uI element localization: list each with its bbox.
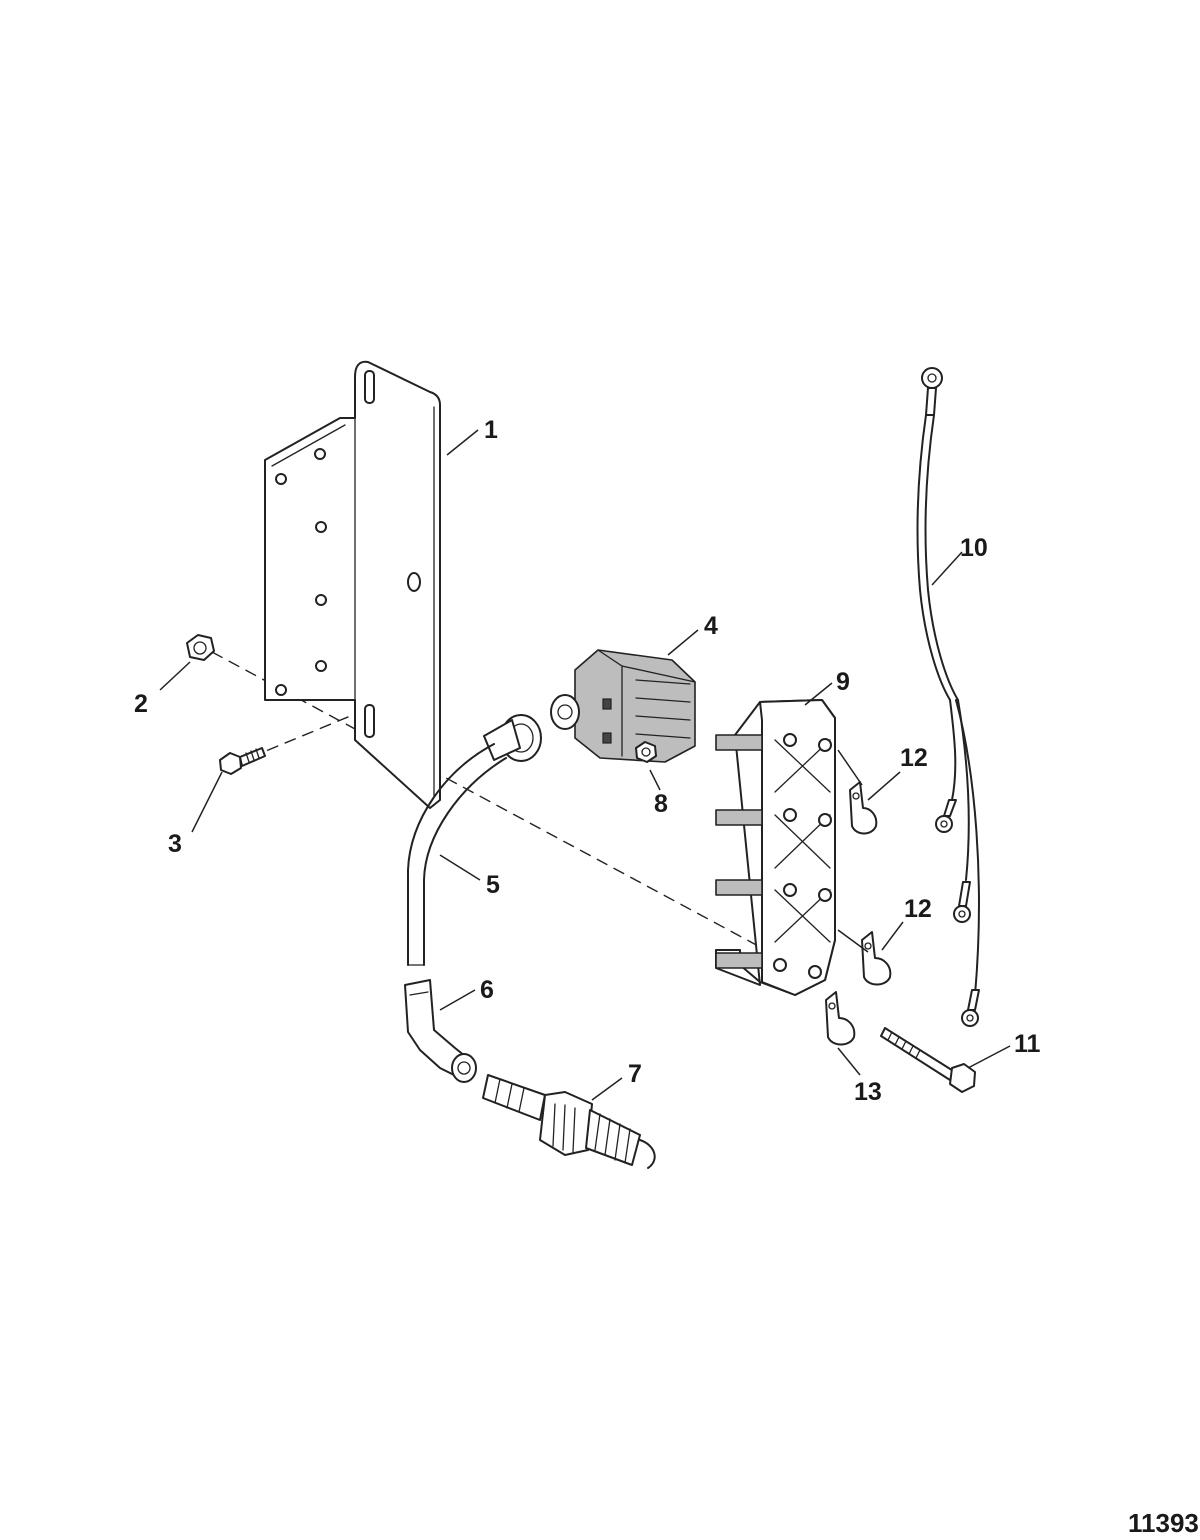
callout-6: 6 <box>480 976 494 1004</box>
callout-1: 1 <box>484 416 498 444</box>
callout-labels: 1 2 3 4 5 6 7 8 9 10 11 12 12 13 <box>134 416 1041 1106</box>
callout-13: 13 <box>854 1078 882 1106</box>
spark-plug-part <box>482 1074 656 1169</box>
callout-4: 4 <box>704 612 718 640</box>
callout-7: 7 <box>628 1060 642 1088</box>
nut-part <box>635 741 657 763</box>
callout-9: 9 <box>836 668 850 696</box>
ignition-coil-part <box>550 649 696 763</box>
j-clip-upper-part <box>849 781 878 835</box>
callout-3: 3 <box>168 830 182 858</box>
screw-part <box>219 747 266 775</box>
high-tension-lead-part <box>407 714 542 966</box>
bolt-part <box>880 1027 976 1093</box>
callout-12-middle: 12 <box>904 895 932 923</box>
callout-11: 11 <box>1014 1030 1041 1058</box>
coil-mounting-plate-part <box>715 699 836 996</box>
mounting-bracket-part <box>264 360 441 809</box>
leader-lines <box>159 429 1011 1101</box>
ground-wire-harness-part <box>916 367 980 1027</box>
figure-id: 11393 <box>1128 1508 1199 1538</box>
callout-8: 8 <box>654 790 668 818</box>
callout-10: 10 <box>960 534 988 562</box>
j-clip-middle-part <box>861 931 892 986</box>
hex-nut-part <box>186 634 215 661</box>
j-clip-lower-part <box>825 991 856 1046</box>
spark-plug-boot-part <box>404 979 477 1083</box>
callout-5: 5 <box>486 871 500 899</box>
callout-2: 2 <box>134 690 148 718</box>
callout-12-upper: 12 <box>900 744 928 772</box>
